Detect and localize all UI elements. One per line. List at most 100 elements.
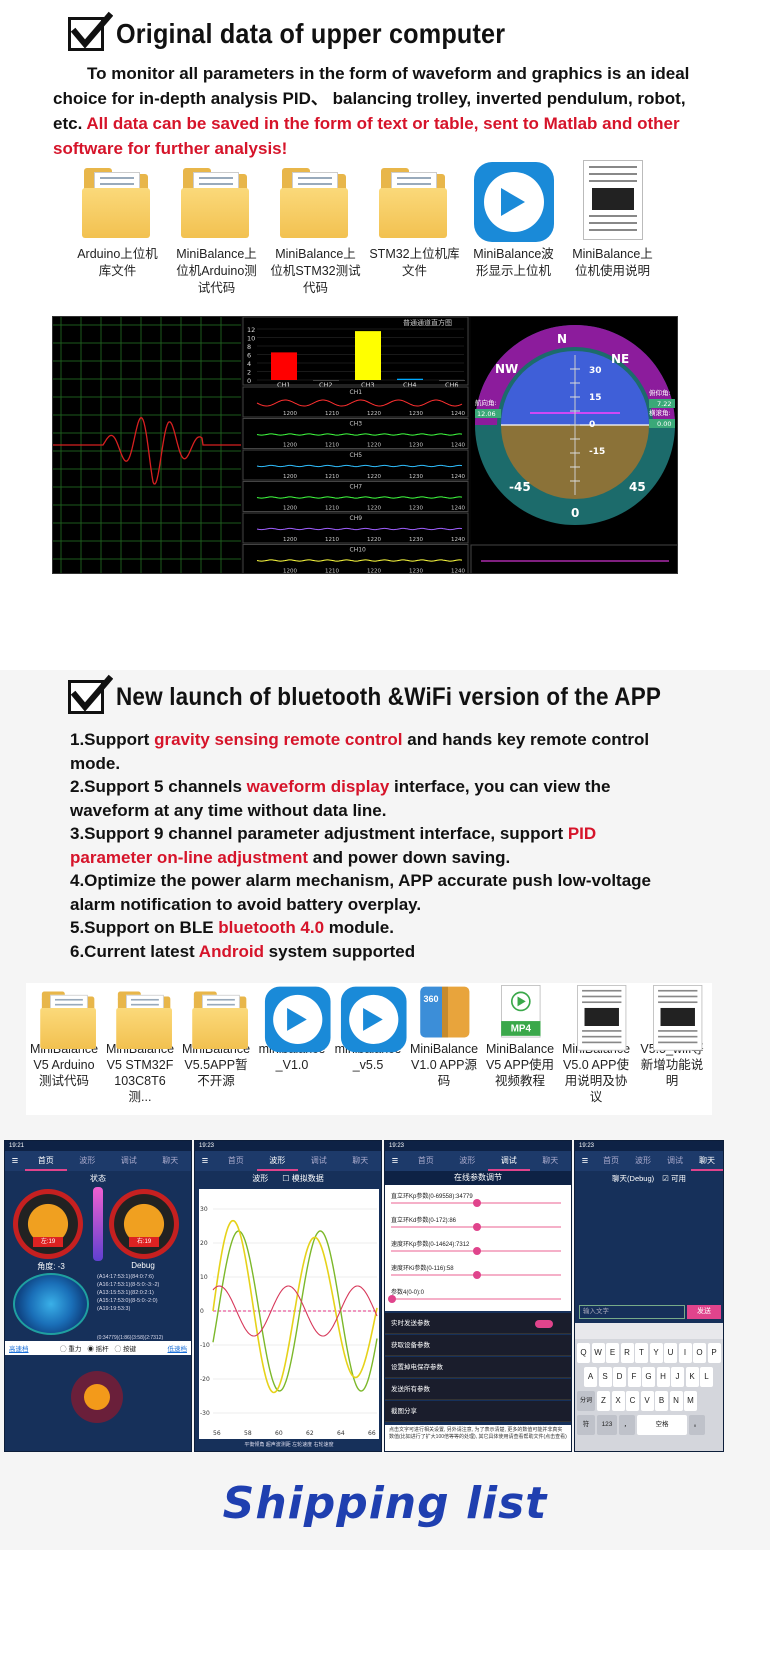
file-item[interactable]: Arduino上位机库文件 xyxy=(68,160,167,297)
key-s[interactable]: S xyxy=(598,1367,612,1387)
log-line: (A15:17:53:0)(8-5:0:-2:0) xyxy=(97,1298,158,1304)
feature-item: 2.Support 5 channels waveform display in… xyxy=(70,775,670,822)
speed-high-link[interactable]: 高速档 xyxy=(9,1346,29,1353)
key-b[interactable]: B xyxy=(655,1391,668,1411)
key-f[interactable]: F xyxy=(627,1367,641,1387)
file-item[interactable]: MiniBalanceV5.0 APP使用说明及协议 xyxy=(558,985,634,1115)
angle-label: 角度: -3 xyxy=(37,1262,65,1271)
tab-3[interactable]: 聊天 xyxy=(162,1155,179,1165)
tab-1[interactable]: 波形 xyxy=(635,1155,651,1165)
key-q[interactable]: Q xyxy=(577,1343,590,1363)
compass-label: NE xyxy=(611,352,629,366)
param-slider-knob[interactable] xyxy=(473,1271,481,1279)
radio-gravity[interactable]: ◯ 重力 xyxy=(60,1346,82,1353)
tab-1[interactable]: 波形 xyxy=(79,1155,96,1165)
chat-input[interactable]: 输入文字 xyxy=(579,1305,685,1319)
feature-item: 1.Support gravity sensing remote control… xyxy=(70,728,670,775)
key-z[interactable]: Z xyxy=(597,1391,610,1411)
key-y[interactable]: Y xyxy=(649,1343,663,1363)
key-bottom[interactable]: ， xyxy=(619,1415,635,1435)
realtime-toggle[interactable] xyxy=(535,1320,553,1328)
key-p[interactable]: P xyxy=(707,1343,721,1363)
tab-3[interactable]: 聊天 xyxy=(542,1155,559,1165)
log-line: (A19:19:53:3) xyxy=(97,1306,131,1312)
file-item[interactable]: V5.5_wifi等新增功能说明 xyxy=(634,985,710,1115)
key-fenci[interactable]: 分词 xyxy=(577,1391,595,1411)
file-label: MiniBalanceV5 STM32F103C8T6测... xyxy=(105,1042,175,1104)
file-item[interactable]: MiniBalance上位机STM32测试代码 xyxy=(266,160,365,297)
action-item[interactable]: 截图分享 xyxy=(385,1401,571,1422)
file-item[interactable]: MiniBalanceV5 Arduino测试代码 xyxy=(26,985,102,1115)
param-slider-knob[interactable] xyxy=(473,1223,481,1231)
key-x[interactable]: X xyxy=(611,1391,625,1411)
key-m[interactable]: M xyxy=(684,1391,697,1411)
key-bottom[interactable]: 符 xyxy=(577,1415,595,1435)
action-item[interactable]: 获取设备参数 xyxy=(385,1335,571,1356)
action-item[interactable]: 发送所有参数 xyxy=(385,1379,571,1400)
key-k[interactable]: K xyxy=(685,1367,699,1387)
key-t[interactable]: T xyxy=(635,1343,648,1363)
tab-0[interactable]: 首页 xyxy=(603,1155,619,1165)
tab-3[interactable]: 聊天 xyxy=(352,1155,369,1165)
radio-key[interactable]: ◯ 按键 xyxy=(114,1346,136,1353)
key-i[interactable]: I xyxy=(678,1343,692,1363)
tab-2[interactable]: 调试 xyxy=(667,1155,683,1165)
key-l[interactable]: L xyxy=(700,1367,713,1387)
wave-tick: 1240 xyxy=(451,411,465,417)
left-readout-box xyxy=(475,409,501,418)
wave-tick: 1230 xyxy=(409,411,423,417)
simulate-checkbox[interactable]: ☐ 模拟数据 xyxy=(282,1174,324,1183)
action-item[interactable]: 实时发送参数 xyxy=(385,1313,571,1334)
key-j[interactable]: J xyxy=(671,1367,684,1387)
battery-bar xyxy=(93,1187,103,1261)
available-checkbox[interactable]: ☑ 可用 xyxy=(662,1174,686,1183)
tab-1[interactable]: 波形 xyxy=(256,1152,298,1171)
tab-1[interactable]: 波形 xyxy=(459,1155,476,1165)
key-c[interactable]: C xyxy=(626,1391,639,1411)
wave-title: 波形 xyxy=(252,1174,269,1183)
key-v[interactable]: V xyxy=(640,1391,654,1411)
key-e[interactable]: E xyxy=(606,1343,619,1363)
key-a[interactable]: A xyxy=(584,1367,597,1387)
tab-2[interactable]: 调试 xyxy=(310,1155,327,1165)
file-label: MiniBalance上位机使用说明 xyxy=(572,247,653,278)
tab-2[interactable]: 调试 xyxy=(120,1155,137,1165)
action-item[interactable]: 设置掉电保存参数 xyxy=(385,1357,571,1378)
feature-text: and hands key remote control mode. xyxy=(70,730,650,773)
tab-3[interactable]: 聊天 xyxy=(691,1152,723,1171)
key-n[interactable]: N xyxy=(669,1391,683,1411)
key-d[interactable]: D xyxy=(613,1367,626,1387)
tab-2[interactable]: 调试 xyxy=(488,1152,530,1171)
file-item[interactable]: MiniBalanceV5.5APP暂不开源 xyxy=(178,985,254,1115)
tab-0[interactable]: 首页 xyxy=(417,1155,434,1165)
key-bottom[interactable]: 空格 xyxy=(637,1415,687,1435)
tab-0[interactable]: 首页 xyxy=(25,1152,67,1171)
speed-low-link[interactable]: 低速档 xyxy=(167,1346,188,1353)
param-slider-knob[interactable] xyxy=(473,1247,481,1255)
tab-0[interactable]: 首页 xyxy=(227,1155,244,1165)
file-item[interactable]: MiniBalanceV5 STM32F103C8T6测... xyxy=(102,985,178,1115)
log-line: (A13:15:53:1)(82:0:2:1) xyxy=(97,1290,154,1296)
file-item[interactable]: minibalance_v5.5 xyxy=(330,985,407,1115)
key-g[interactable]: G xyxy=(642,1367,655,1387)
key-u[interactable]: U xyxy=(664,1343,677,1363)
file-item[interactable]: MiniBalance上位机使用说明 xyxy=(563,160,662,297)
key-bottom[interactable]: 。 xyxy=(689,1415,705,1435)
radio-joystick[interactable]: ◉ 摇杆 xyxy=(87,1346,109,1353)
key-bottom[interactable]: 123 xyxy=(597,1415,617,1435)
param-slider-knob[interactable] xyxy=(388,1295,396,1303)
key-o[interactable]: O xyxy=(693,1343,706,1363)
param-slider-knob[interactable] xyxy=(473,1199,481,1207)
key-w[interactable]: W xyxy=(591,1343,605,1363)
joystick-base[interactable] xyxy=(71,1371,123,1423)
key-r[interactable]: R xyxy=(620,1343,634,1363)
send-button[interactable]: 发送 xyxy=(687,1305,721,1319)
file-item[interactable]: MiniBalance上位机Arduino测试代码 xyxy=(167,160,266,297)
key-h[interactable]: H xyxy=(656,1367,670,1387)
file-item[interactable]: MiniBalance波形显示上位机 xyxy=(464,160,563,297)
file-item[interactable]: minibalance_V1.0 xyxy=(254,985,331,1115)
file-item[interactable]: STM32上位机库文件 xyxy=(365,160,464,297)
